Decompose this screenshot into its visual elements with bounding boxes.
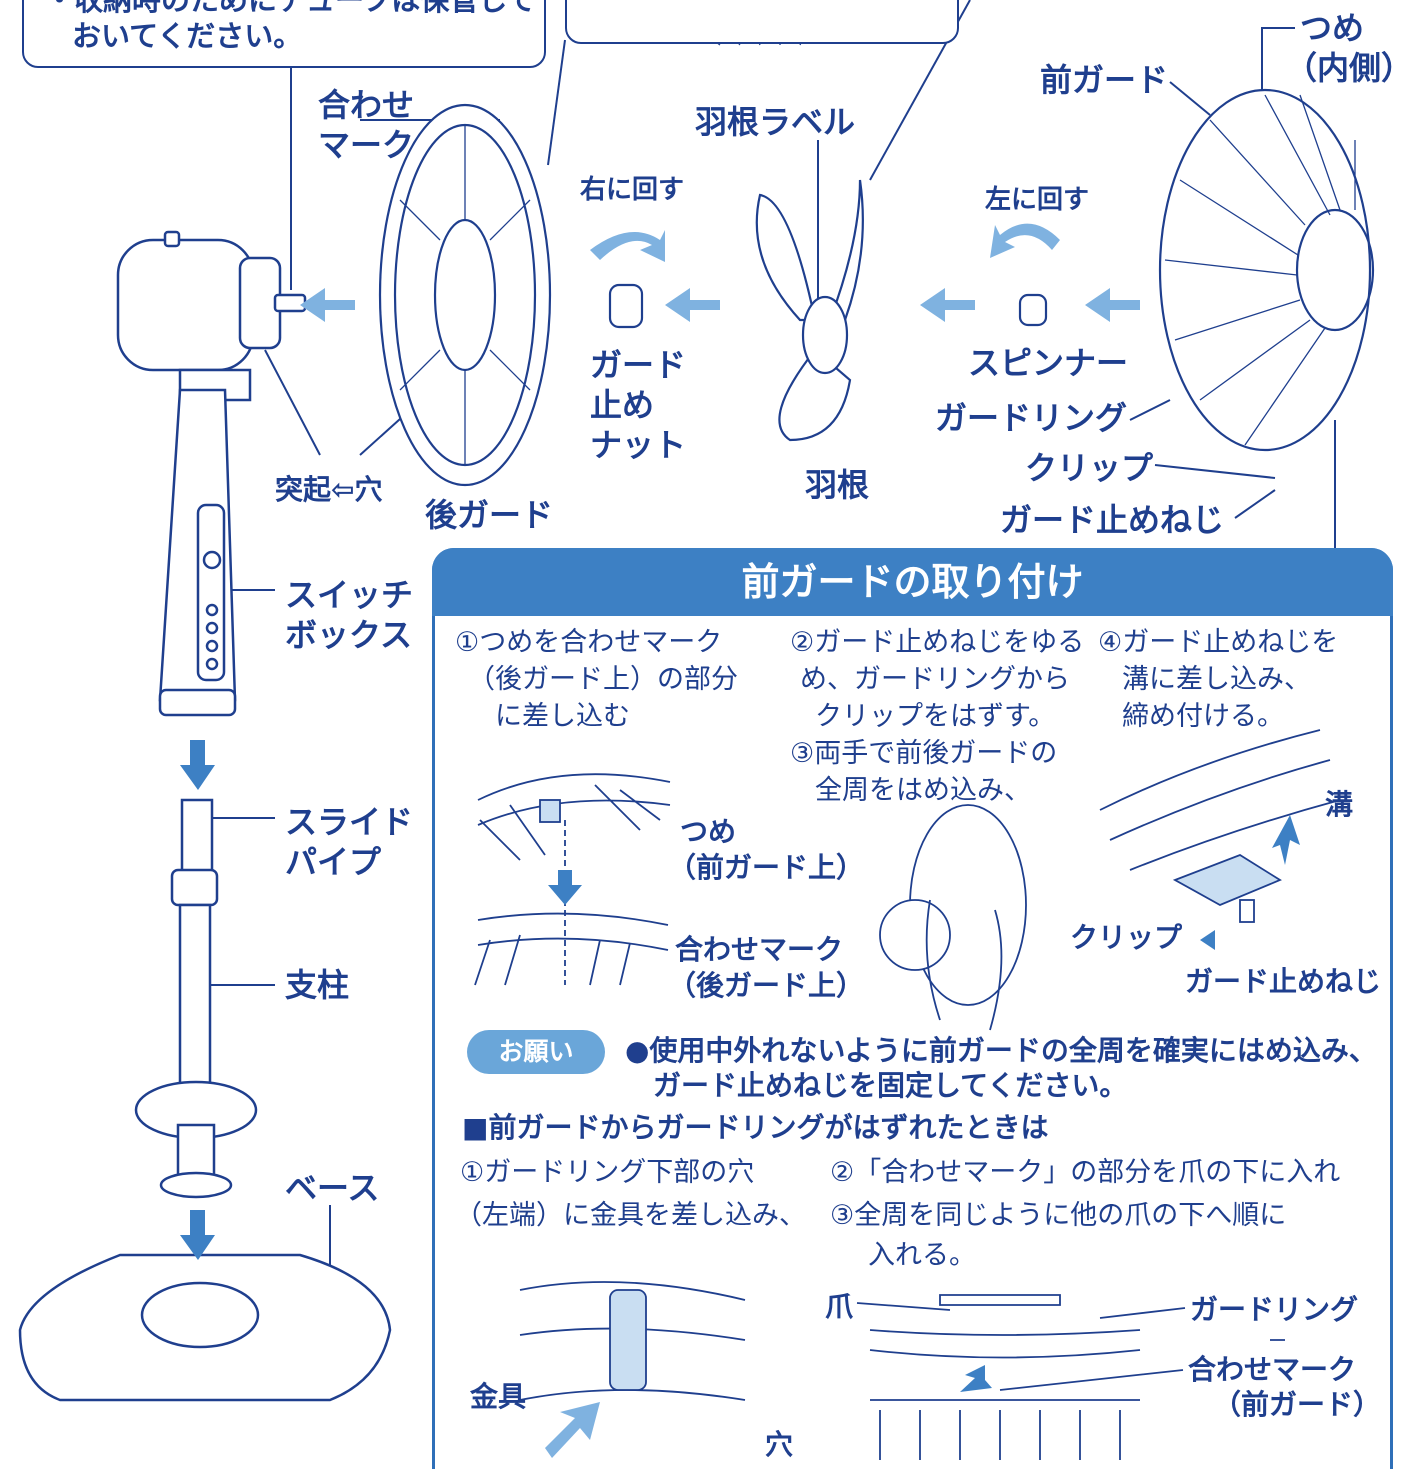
label-guard-ring: ガードリング — [935, 399, 1128, 437]
fig-tsume-1: つめ — [680, 815, 737, 848]
fig-awase-2: （後ガード上） — [668, 969, 865, 1002]
label-guard-screw: ガード止めねじ — [1000, 501, 1225, 539]
fig-screw: ガード止めねじ — [1185, 965, 1382, 998]
panel-title: 前ガードの取り付け — [432, 548, 1393, 616]
label-hane: 羽根 — [805, 466, 870, 504]
step2-line2: め、ガードリングから — [800, 664, 1070, 695]
fig-mizo: 溝 — [1325, 788, 1354, 821]
fig-ana: 穴 — [765, 1428, 794, 1461]
onegai-text-1: ●使用中外れないように前ガードの全周を確実にはめ込み、 — [625, 1034, 1377, 1067]
label-switch-box-1: スイッチ — [285, 576, 414, 614]
label-spinner: スピンナー — [968, 344, 1129, 382]
storage-note-line2: おいてください。 — [72, 19, 303, 53]
label-ushiro-guard: 後ガード — [425, 496, 554, 534]
label-tsume-1: つめ — [1300, 9, 1365, 47]
step1-line3: に差し込む — [495, 701, 630, 732]
label-shichu: 支柱 — [285, 966, 350, 1004]
fig-kanagu: 金具 — [470, 1380, 527, 1413]
label-tsume-2: （内側） — [1285, 49, 1410, 87]
step3-line1: ③両手で前後ガードの — [790, 738, 1058, 769]
sub3-line1: ③全周を同じように他の爪の下へ順に — [830, 1200, 1287, 1231]
label-awase-mark-2: マーク — [318, 126, 415, 164]
step3-line2: 全周をはめ込み、 — [815, 775, 1031, 806]
storage-note-callout — [22, 0, 546, 68]
label-slide-pipe-2: パイプ — [285, 843, 382, 881]
step1-line1: ①つめを合わせマーク — [455, 627, 723, 658]
label-base: ベース — [285, 1169, 380, 1207]
step2-line3: クリップをはずす。 — [815, 701, 1056, 732]
step4-line3: 締め付ける。 — [1122, 701, 1284, 732]
sub3-line2: 入れる。 — [868, 1240, 976, 1271]
label-clip: クリップ — [1025, 449, 1154, 487]
section-heading: ■前ガードからガードリングがはずれたときは — [462, 1111, 1049, 1144]
sub2: ②「合わせマーク」の部分を爪の下に入れ — [830, 1157, 1341, 1188]
label-guard-nut-2: 止め — [590, 386, 655, 424]
label-switch-box-2: ボックス — [285, 616, 413, 654]
sub1-line2: （左端）に金具を差し込み、 — [455, 1200, 806, 1231]
onegai-text-2: ガード止めねじを固定してください。 — [653, 1069, 1128, 1102]
label-awase-mark-1: 合わせ — [318, 86, 415, 124]
fig-clip: クリップ — [1070, 921, 1183, 954]
storage-note-line1: ・収納時のためにチューブは保管して — [45, 0, 536, 17]
label-mae-guard: 前ガード — [1040, 61, 1169, 99]
label-tokki-ana: 突起⇦穴 — [275, 473, 383, 506]
label-migi-ni-mawasu: 右に回す — [580, 175, 685, 205]
fig-awase-front-2: （前ガード） — [1213, 1388, 1382, 1421]
fig-tsume2: 爪 — [825, 1290, 854, 1323]
label-hidari-ni-mawasu: 左に回す — [985, 185, 1090, 215]
onegai-badge: お願い — [467, 1030, 605, 1074]
step1-line2: （後ガード上）の部分 — [468, 664, 738, 695]
fig-awase-front-1: 合わせマーク — [1188, 1353, 1357, 1386]
fig-guard-ring: ガードリング — [1190, 1293, 1359, 1326]
step2-line1: ②ガード止めねじをゆる — [790, 627, 1085, 658]
label-guard-nut-1: ガード — [590, 346, 687, 384]
step4-line2: 溝に差し込み、 — [1122, 664, 1311, 695]
label-guard-nut-3: ナット — [590, 426, 687, 464]
fig-awase-1: 合わせマーク — [675, 933, 844, 966]
step4-line1: ④ガード止めねじを — [1098, 627, 1339, 658]
label-hane-label: 羽根ラベル — [695, 103, 856, 141]
label-slide-pipe-1: スライド — [285, 803, 414, 841]
sub1-line1: ①ガードリング下部の穴 — [460, 1157, 755, 1188]
fig-tsume-2: （前ガード上） — [668, 851, 865, 884]
grille-detail-callout — [565, 0, 959, 44]
